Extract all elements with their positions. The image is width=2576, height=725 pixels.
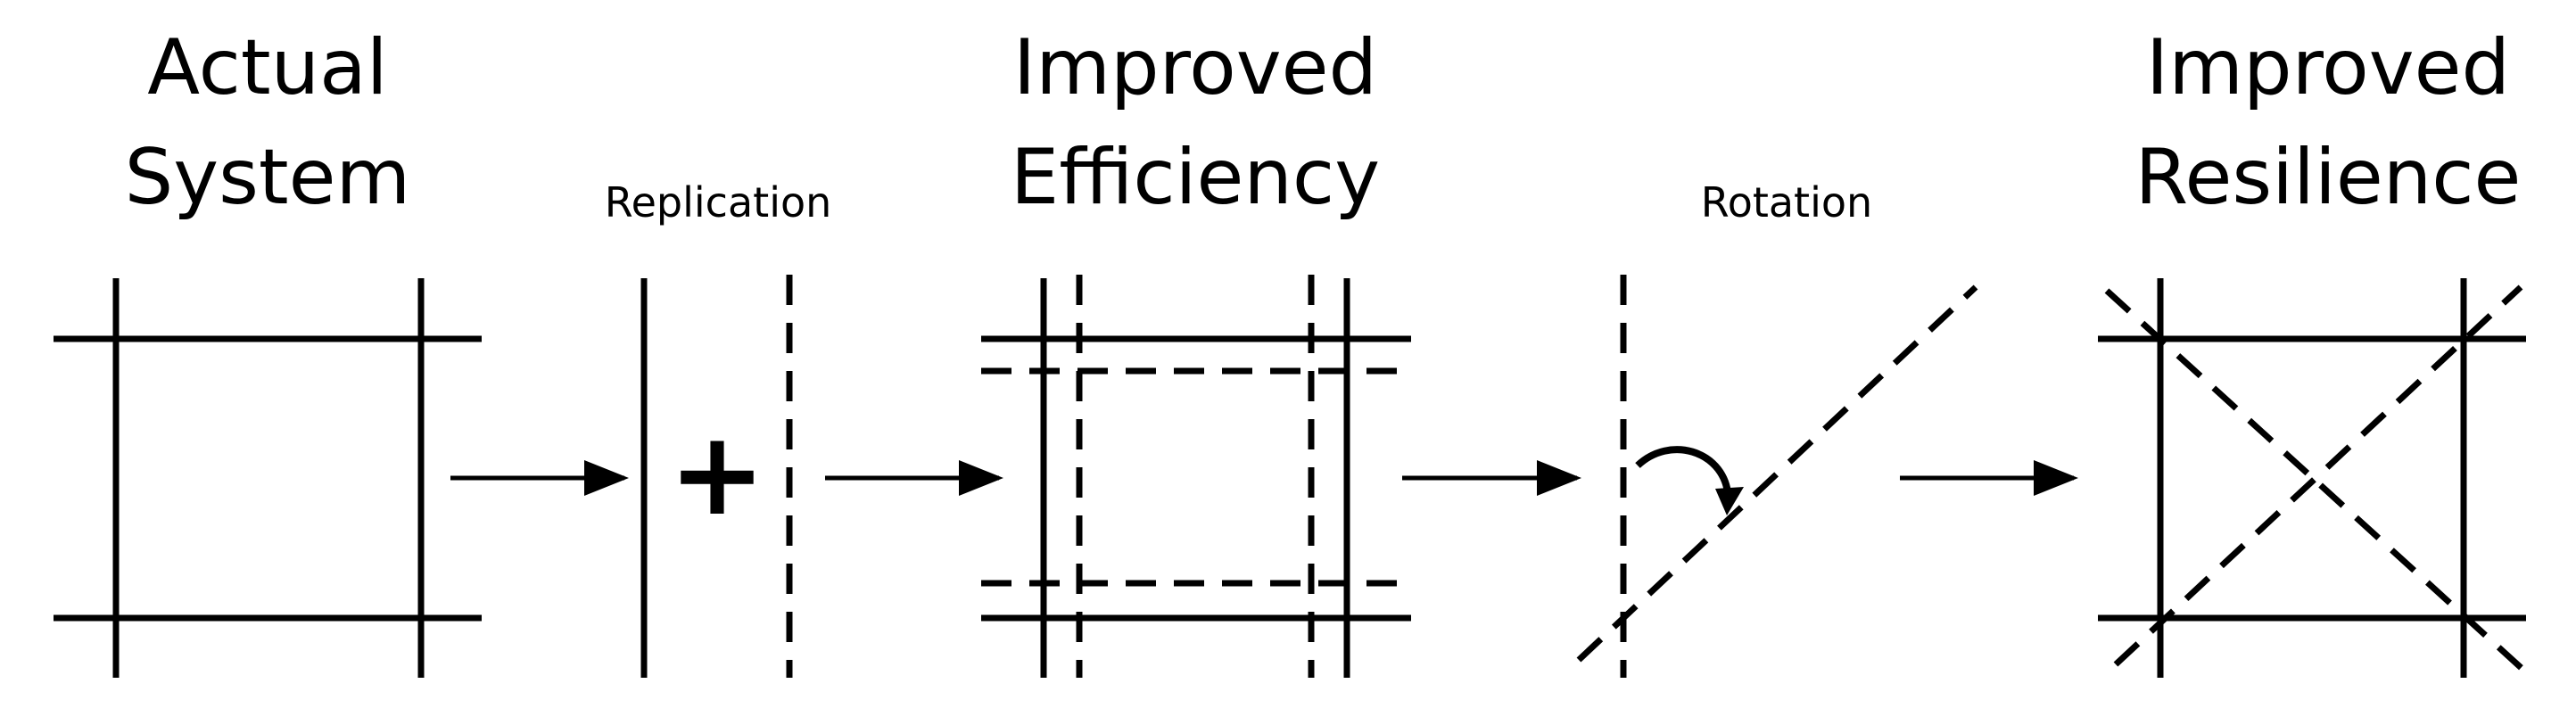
actual-system-grid: [54, 278, 482, 678]
label-rotation: Rotation: [1701, 178, 1872, 227]
improved-efficiency-grid: [981, 275, 1411, 678]
rotation-arrow-icon: [1635, 446, 1731, 493]
title-efficiency-line2: Efficiency: [1011, 133, 1380, 222]
title-actual-line2: System: [125, 133, 411, 222]
plus-sign: +: [669, 406, 766, 541]
rotation-panel: [1576, 275, 1978, 678]
replication-panel: [640, 275, 793, 678]
title-resilience-line1: Improved: [2146, 23, 2510, 112]
title-resilience-line2: Resilience: [2135, 133, 2522, 222]
title-actual-line1: Actual: [147, 23, 387, 112]
title-efficiency-line1: Improved: [1013, 23, 1377, 112]
improved-resilience-grid: [2098, 278, 2527, 678]
label-replication: Replication: [605, 178, 832, 227]
